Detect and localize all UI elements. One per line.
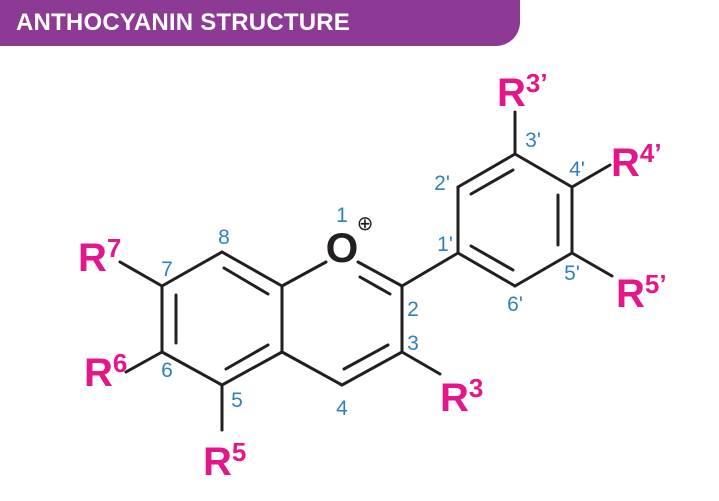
positive-charge-icon: ⊕ xyxy=(357,211,374,235)
atom-number-7: 7 xyxy=(161,258,173,281)
bond-c8a-c8 xyxy=(220,250,284,288)
bond-c6-c5 xyxy=(160,350,224,387)
atom-number-5-prime: 5' xyxy=(564,262,580,285)
bond-c8-c7 xyxy=(160,250,224,288)
bond-c3p-c4p xyxy=(513,152,574,189)
atom-number-8: 8 xyxy=(218,226,230,249)
atom-number-3: 3 xyxy=(407,332,419,355)
bond-c8a-c8-inner xyxy=(222,266,270,296)
substituent-r6: R6 xyxy=(84,348,127,395)
atom-number-2: 2 xyxy=(407,298,419,321)
title-banner: ANTHOCYANIN STRUCTURE xyxy=(0,0,520,46)
substituent-r3-prime: R3’ xyxy=(497,68,548,115)
substituent-r5: R5 xyxy=(203,437,246,484)
ring-a-bonds xyxy=(160,250,284,387)
substituent-r7: R7 xyxy=(78,233,121,280)
atom-number-6-prime: 6' xyxy=(507,293,523,316)
bond-c5-c4a-inner xyxy=(224,343,270,371)
bond-c5p-r5p xyxy=(570,251,614,278)
substituent-bonds xyxy=(118,110,614,432)
bond-c5-c4a xyxy=(220,350,284,387)
atom-number-4: 4 xyxy=(336,397,348,420)
substituent-r4-prime: R4’ xyxy=(611,138,662,185)
atom-numbers: 1 2 3 4 5 6 7 8 1' 2' 3' 4' 5' 6' xyxy=(161,129,585,420)
bond-c3-r3 xyxy=(400,350,442,376)
atom-number-5: 5 xyxy=(231,389,243,412)
bond-c6p-c1p xyxy=(456,251,517,288)
page-title: ANTHOCYANIN STRUCTURE xyxy=(16,9,350,36)
bond-c4p-r4p xyxy=(570,163,612,189)
oxygen-atom: O xyxy=(326,224,359,271)
bond-c2p-c3p xyxy=(456,152,517,189)
bond-c5p-c6p xyxy=(513,251,574,288)
atom-number-3-prime: 3' xyxy=(525,129,541,152)
bond-c2p-c3p-inner xyxy=(469,168,515,196)
bond-c3-c4 xyxy=(340,350,404,387)
bond-c8a-o1 xyxy=(280,260,328,288)
bond-c2-c1p xyxy=(400,251,460,288)
bond-c6p-c1p-inner xyxy=(469,244,515,272)
substituent-r3: R3 xyxy=(440,373,483,420)
ring-c-bonds xyxy=(280,260,404,387)
bond-c7-r7 xyxy=(118,260,164,288)
bond-c4-c4a xyxy=(280,350,344,387)
substituent-r5-prime: R5’ xyxy=(616,269,667,316)
bond-c6-r6 xyxy=(124,350,164,374)
atom-number-1-prime: 1' xyxy=(437,233,453,256)
atom-number-2-prime: 2' xyxy=(434,172,450,195)
substituent-labels: R7 R6 R5 R3 R3’ R4’ R5’ xyxy=(78,68,667,484)
atom-number-4-prime: 4' xyxy=(569,158,585,181)
ring-b-bonds xyxy=(400,152,574,288)
bond-c3-c4-inner xyxy=(342,343,390,371)
atom-number-6: 6 xyxy=(161,359,173,382)
atom-number-1: 1 xyxy=(336,204,348,227)
bond-o1-c2-inner xyxy=(358,275,392,296)
bond-o1-c2 xyxy=(356,260,404,288)
